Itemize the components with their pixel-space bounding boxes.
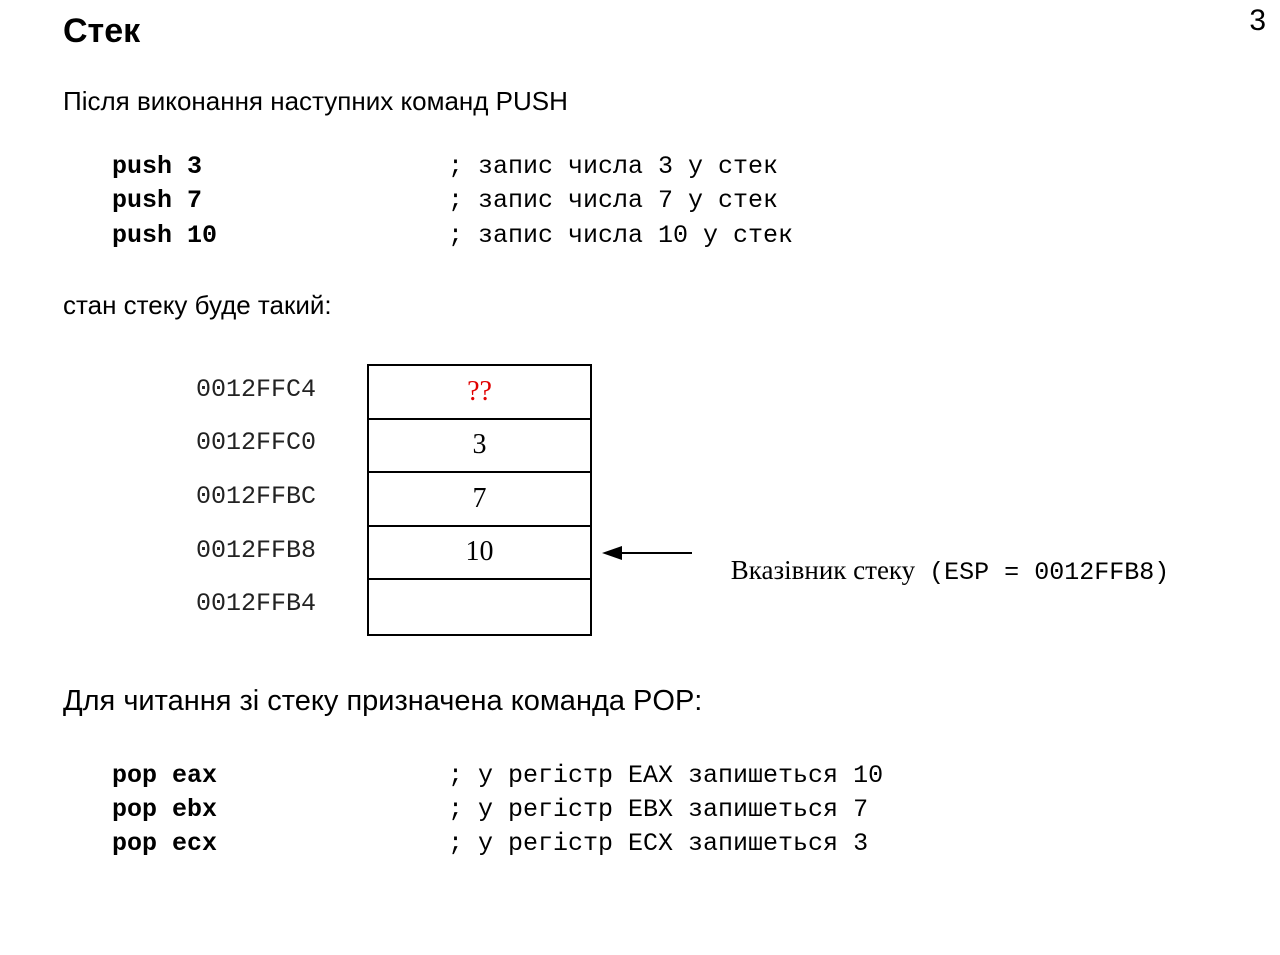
code-command: push 3 xyxy=(112,152,203,181)
intro-text: Після виконання наступних команд PUSH xyxy=(63,86,568,116)
page-title: Стек xyxy=(63,12,141,50)
code-command: pop ecx xyxy=(112,829,218,858)
code-line: push 3 ; запис числа 3 у стек xyxy=(112,152,778,186)
stack-cell-empty xyxy=(369,580,590,634)
stack-table: ?? 3 7 10 xyxy=(367,364,592,636)
stack-address: 0012FFC0 xyxy=(196,428,317,457)
page-number: 3 xyxy=(1249,4,1266,37)
code-line: pop ecx ; у регістр ECX запишеться 3 xyxy=(112,829,868,863)
stack-cell-unknown: ?? xyxy=(369,366,590,420)
code-command: pop eax xyxy=(112,761,218,790)
code-command: push 10 xyxy=(112,221,218,250)
stack-cell-top: 10 xyxy=(369,527,590,580)
code-line: pop eax ; у регістр EAX запишеться 10 xyxy=(112,761,883,795)
pointer-text: Вказівник стеку xyxy=(730,555,916,585)
code-comment: ; у регістр ECX запишеться 3 xyxy=(448,829,869,858)
stack-address: 0012FFB8 xyxy=(196,536,317,565)
stack-address: 0012FFB4 xyxy=(196,589,317,618)
code-line: push 7 ; запис числа 7 у стек xyxy=(112,186,778,220)
stack-cell: 7 xyxy=(369,473,590,527)
state-text: стан стеку буде такий: xyxy=(63,290,332,320)
code-comment: ; запис числа 3 у стек xyxy=(448,152,779,181)
code-line: pop ebx ; у регістр EBX запишеться 7 xyxy=(112,795,868,829)
code-command: push 7 xyxy=(112,186,203,215)
code-command: pop ebx xyxy=(112,795,218,824)
code-comment: ; у регістр EBX запишеться 7 xyxy=(448,795,869,824)
code-comment: ; запис числа 10 у стек xyxy=(448,221,794,250)
pop-text: Для читання зі стеку призначена команда … xyxy=(63,685,703,717)
code-comment: ; у регістр EAX запишеться 10 xyxy=(448,761,884,790)
stack-address: 0012FFBC xyxy=(196,482,317,511)
code-comment: ; запис числа 7 у стек xyxy=(448,186,779,215)
arrow-left-icon xyxy=(602,546,692,560)
code-line: push 10 ; запис числа 10 у стек xyxy=(112,221,793,255)
stack-cell: 3 xyxy=(369,420,590,473)
stack-address: 0012FFC4 xyxy=(196,375,317,404)
pointer-esp-value: (ESP = 0012FFB8) xyxy=(929,558,1170,587)
stack-pointer-label: Вказівник стеку (ESP = 0012FFB8) xyxy=(713,537,1169,605)
